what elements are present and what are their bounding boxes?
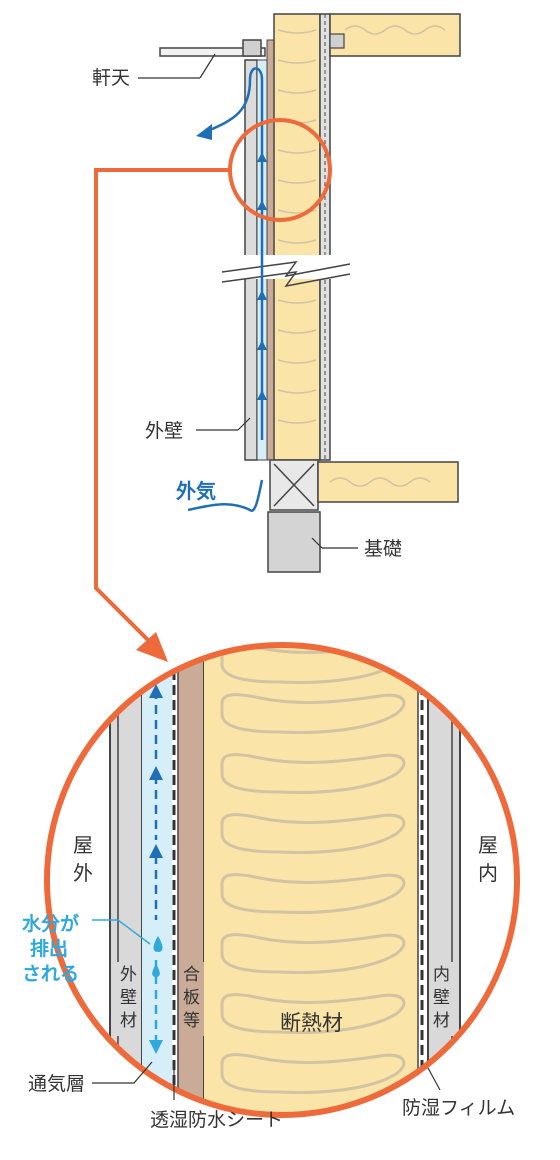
- label-gaihekizai-2: 壁: [120, 988, 137, 1008]
- callout-line: [94, 168, 232, 654]
- label-gaihekizai-3: 材: [120, 1011, 137, 1031]
- label-naihekizai-3: 材: [433, 1011, 450, 1031]
- label-gouhan-1: 合: [183, 965, 200, 985]
- soffit-board: [159, 47, 266, 57]
- floor-insulation: [317, 461, 459, 503]
- label-toushitsu: 透湿防水シート: [150, 1109, 283, 1131]
- label-gaiheki: 外壁: [145, 420, 183, 442]
- label-kiso: 基礎: [364, 538, 402, 560]
- insulation-texture: [220, 645, 406, 1094]
- label-okugai-1: 屋: [73, 833, 93, 857]
- top-arrow-head-left: [196, 124, 212, 140]
- label-suibun-1: 水分が: [22, 912, 79, 935]
- insulation-layer: [204, 645, 418, 1115]
- label-naihekizai-1: 内: [433, 965, 450, 985]
- insulation-top: [273, 13, 321, 461]
- sheathing-top: [266, 39, 275, 461]
- soffit-block: [242, 39, 262, 57]
- ceiling-insulation: [329, 13, 461, 57]
- foundation: [267, 511, 321, 573]
- label-nokiten: 軒天: [92, 67, 130, 89]
- zoom-circle-group: 外 壁 材 合 板 等 内 壁 材 断熱材: [44, 642, 520, 1118]
- label-gaiki: 外気: [176, 479, 216, 503]
- label-okunai-1: 屋: [478, 833, 498, 857]
- callout-arrow-head: [136, 632, 168, 662]
- label-gaihekizai-1: 外: [120, 965, 137, 985]
- label-suibun-2: 排出: [30, 937, 68, 960]
- label-boushitsu: 防湿フィルム: [402, 1097, 515, 1119]
- zoom-circle-border: [44, 642, 520, 1118]
- water-drop-2: [152, 964, 160, 977]
- label-tsukisou: 通気層: [28, 1073, 85, 1095]
- plywood-layer: [178, 645, 204, 1115]
- label-okunai-2: 内: [478, 861, 498, 885]
- label-gouhan-3: 等: [183, 1011, 200, 1031]
- top-wall-section: 軒天 外壁 外気 基礎: [92, 13, 461, 662]
- water-drop-1: [153, 936, 163, 952]
- label-suibun-3: される: [22, 963, 79, 985]
- ceiling-block: [329, 33, 345, 49]
- label-okugai-2: 外: [73, 861, 93, 885]
- label-naihekizai-2: 壁: [433, 988, 450, 1008]
- moisture-leader-line: [92, 919, 151, 945]
- label-gouhan-2: 板: [183, 988, 200, 1008]
- exterior-wall-material: [110, 645, 142, 1115]
- label-dannetsuzai: 断熱材: [280, 1011, 343, 1035]
